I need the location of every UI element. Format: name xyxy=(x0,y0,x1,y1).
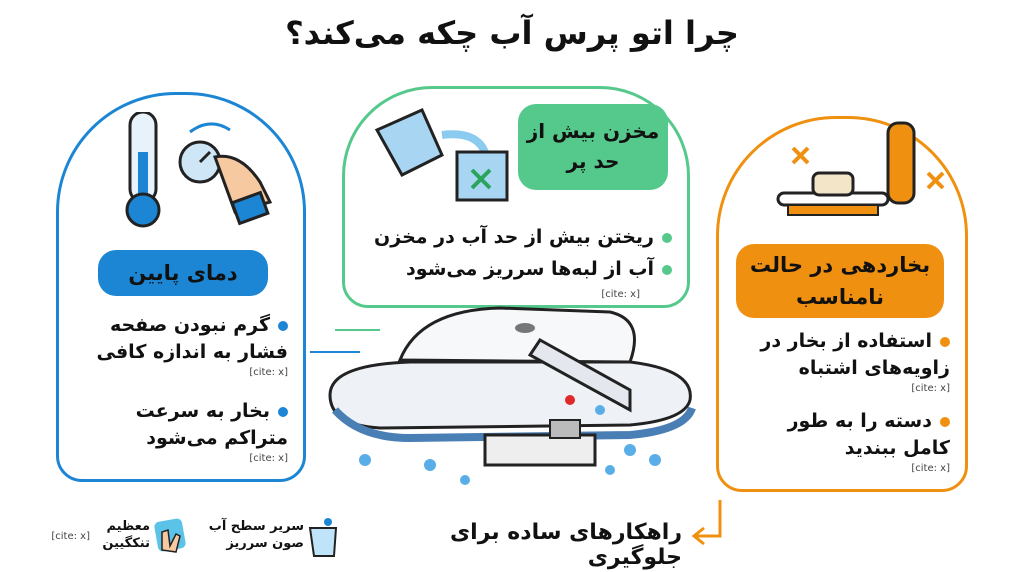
wrong-angle-press-icon xyxy=(776,121,945,216)
list-item: بخار به سرعت متراکم می‌شود[cite: x] xyxy=(135,400,288,464)
list-item: آب از لبه‌ها سرریز می‌شود xyxy=(360,256,672,283)
wiping-hand-icon xyxy=(154,518,186,553)
thermometer-icon xyxy=(125,112,273,228)
citation: [cite: x] xyxy=(51,531,90,542)
overfilled-tank-heading: مخزن بیش از حد پر xyxy=(518,104,668,190)
water-cup-icon xyxy=(308,518,338,557)
list-item: ریختن بیش از حد آب در مخزن xyxy=(360,224,672,251)
arrow-icon xyxy=(691,500,722,546)
list-item: دسته را به طور کامل ببندید[cite: x] xyxy=(787,410,950,474)
low-temperature-heading: دمای پایین xyxy=(98,250,268,296)
page-title: چرا اتو پرس آب چکه می‌کند؟ xyxy=(285,14,739,52)
prevention-heading: راهکارهای ساده برای جلوگیری xyxy=(450,520,682,570)
steam-press-dripping-icon xyxy=(310,306,696,485)
tip-text: سریر سطح آب صون سرریز xyxy=(208,519,304,551)
wrong-steaming-heading: بخاردهی در حالت نامناسب xyxy=(736,244,944,318)
list-item: گرم نبودن صفحه فشار به اندازه کافی[cite:… xyxy=(96,314,288,378)
dial-hand-icon xyxy=(178,122,273,226)
pitcher-pour-icon xyxy=(374,108,509,202)
citation: [cite: x] xyxy=(601,289,640,300)
list-item: استفاده از بخار در زاویه‌های اشتباه[cite… xyxy=(760,330,950,394)
tip-text: معظیم تنکگیین xyxy=(102,519,150,551)
